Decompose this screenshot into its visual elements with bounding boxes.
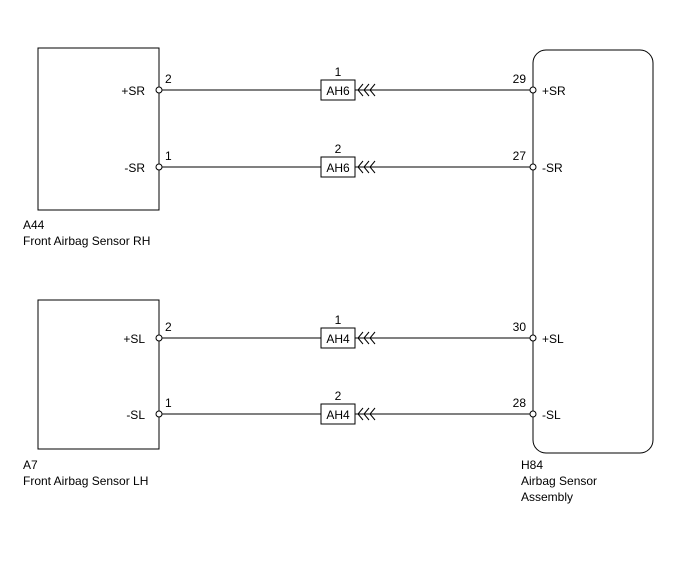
connector-arrow-icon [357,160,376,174]
left-label: +SR [121,84,145,98]
right-label: +SR [542,84,566,98]
left-terminal [155,410,163,418]
rh-sensor-name: Front Airbag Sensor RH [23,234,150,248]
connector-label: AH6 [326,161,350,175]
connector-pin: 2 [335,142,342,156]
connector-label: AH4 [326,408,350,422]
left-terminal [155,86,163,94]
connector-box [320,403,356,425]
connector-pin: 1 [335,313,342,327]
lh-sensor-code: A7 [23,458,38,472]
assembly-box [532,49,654,454]
circuit-plus-sr: AH6 1 +SR 2 29 +SR [121,65,566,101]
right-label: -SR [542,161,563,175]
right-label: -SL [542,408,561,422]
connector-arrow-icon [357,331,376,345]
left-terminal [155,163,163,171]
left-label: -SR [124,161,145,175]
assembly-code: H84 [521,458,543,472]
right-label: +SL [542,332,564,346]
right-pin: 29 [513,72,527,86]
circuit-plus-sl: AH4 1 +SL 2 30 +SL [123,313,564,349]
assembly-name-line2: Assembly [521,490,573,504]
connector-label: AH6 [326,84,350,98]
connector-arrow-icon [357,407,376,421]
connector-box [320,79,356,101]
right-terminal [529,334,537,342]
left-label: -SL [126,408,145,422]
right-pin: 30 [513,320,527,334]
right-pin: 27 [513,149,527,163]
left-pin: 2 [165,72,172,86]
connector-box [320,327,356,349]
left-terminal [155,334,163,342]
rh-sensor-code: A44 [23,218,45,232]
right-terminal [529,86,537,94]
lh-sensor-box [37,299,160,450]
circuit-minus-sr: AH6 2 -SR 1 27 -SR [124,142,563,178]
left-label: +SL [123,332,145,346]
left-pin: 1 [165,396,172,410]
circuit-minus-sl: AH4 2 -SL 1 28 -SL [126,389,561,425]
right-terminal [529,410,537,418]
lh-sensor-name: Front Airbag Sensor LH [23,474,148,488]
assembly-name-line1: Airbag Sensor [521,474,597,488]
right-terminal [529,163,537,171]
right-pin: 28 [513,396,527,410]
connector-box [320,156,356,178]
connector-arrow-icon [357,83,376,97]
connector-label: AH4 [326,332,350,346]
connector-pin: 2 [335,389,342,403]
rh-sensor-box [37,47,160,211]
left-pin: 1 [165,149,172,163]
connector-pin: 1 [335,65,342,79]
left-pin: 2 [165,320,172,334]
